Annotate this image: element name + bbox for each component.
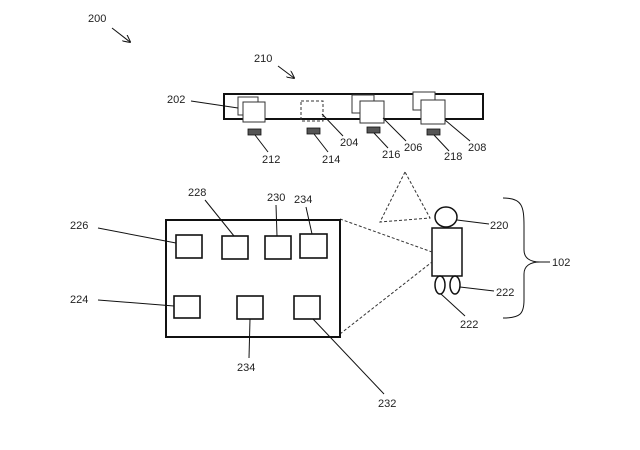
camera-204-dashed [300, 100, 324, 122]
item-228 [221, 235, 249, 260]
ref-232-leader [312, 318, 385, 395]
ref-206-label: 206 [404, 142, 422, 154]
bracket-102 [502, 197, 541, 319]
field-of-view-cone [379, 170, 431, 223]
item-224 [173, 295, 201, 319]
ref-208-leader [444, 119, 471, 142]
person-right-foot [449, 275, 461, 295]
ref-220-label: 220 [490, 220, 508, 232]
sensor-216 [366, 126, 381, 134]
ref-214-label: 214 [322, 154, 340, 166]
ref-102-label: 102 [552, 257, 570, 269]
ref-228-leader [204, 199, 235, 237]
ref-230-leader [275, 204, 278, 237]
ref-210-label: 210 [254, 53, 272, 65]
sensor-218 [426, 128, 441, 136]
ref-234a-leader [305, 206, 313, 235]
ref-210-arrow [277, 65, 294, 78]
item-230 [264, 235, 292, 260]
ref-218-leader [433, 134, 450, 152]
ref-200-label: 200 [88, 13, 106, 25]
camera-202 [242, 101, 266, 123]
ref-218-label: 218 [444, 151, 462, 163]
ref-224-leader [97, 299, 175, 307]
person-head [434, 206, 458, 228]
item-234-top [299, 233, 328, 259]
ref-206-leader [382, 117, 407, 142]
ref-204-label: 204 [340, 137, 358, 149]
camera-208 [420, 99, 446, 125]
ref-212-label: 212 [262, 154, 280, 166]
ref-226-leader [97, 227, 177, 244]
ref-222a-leader [459, 286, 495, 292]
ref-202-label: 202 [167, 94, 185, 106]
ref-216-leader [373, 132, 389, 149]
person-body [431, 227, 463, 277]
view-line-bottom [339, 261, 433, 335]
ref-200-arrow [111, 27, 130, 42]
sensor-212 [247, 128, 262, 136]
ref-222b-label: 222 [460, 319, 478, 331]
ref-234b-leader [248, 318, 251, 359]
ref-226-label: 226 [70, 220, 88, 232]
shelf-rail [223, 93, 484, 120]
ref-202-leader [190, 100, 239, 109]
ref-214-leader [313, 133, 329, 153]
ref-204-leader [321, 113, 344, 137]
person-left-foot [434, 275, 446, 295]
ref-212-leader [254, 134, 269, 153]
sensor-214 [306, 127, 321, 135]
ref-234a-label: 234 [294, 194, 312, 206]
camera-206 [359, 100, 385, 124]
view-line-top [339, 218, 433, 253]
ref-230-label: 230 [267, 192, 285, 204]
ref-220-leader [456, 219, 490, 225]
item-232 [293, 295, 321, 320]
ref-222b-leader [440, 293, 466, 317]
ref-222a-label: 222 [496, 287, 514, 299]
ref-208-label: 208 [468, 142, 486, 154]
ref-224-label: 224 [70, 294, 88, 306]
ref-234b-label: 234 [237, 362, 255, 374]
ref-216-label: 216 [382, 149, 400, 161]
item-234-bottom [236, 295, 264, 320]
ref-228-label: 228 [188, 187, 206, 199]
ref-232-label: 232 [378, 398, 396, 410]
item-226 [175, 234, 203, 259]
